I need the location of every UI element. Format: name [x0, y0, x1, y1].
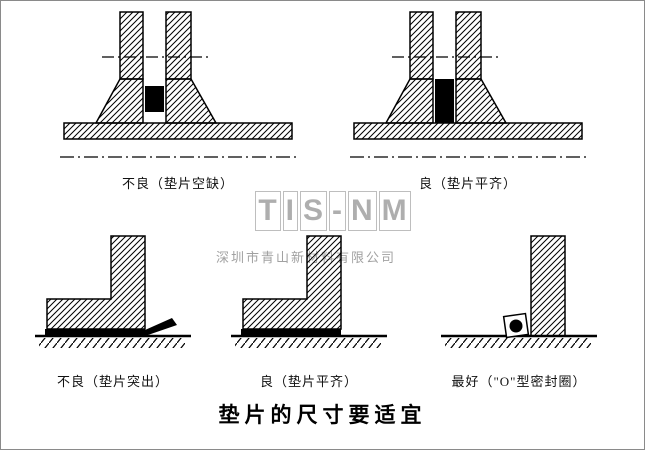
flange-body-left	[384, 78, 434, 124]
gasket-with-void	[145, 86, 164, 112]
corner-gasket-flush-diagram	[231, 235, 387, 348]
pipe-wall-right	[165, 11, 192, 80]
ground-hatch	[39, 338, 185, 348]
wall-block	[530, 235, 566, 337]
flange-gasket-flush-diagram	[350, 11, 586, 158]
caption-top-left: 不良（垫片空缺）	[121, 176, 234, 191]
corner-block	[46, 235, 146, 330]
oring-cross-section	[509, 319, 523, 333]
gasket-strip	[241, 329, 341, 336]
ground-hatch	[445, 338, 591, 348]
gasket-strip	[45, 329, 145, 336]
pipe-wall-left	[119, 11, 144, 80]
ground-hatch	[235, 338, 381, 348]
pipe-wall-right	[455, 11, 482, 80]
caption-bottom-right: 最好（"O"型密封圈）	[451, 374, 587, 389]
flange-body-right	[455, 78, 508, 124]
base-plate	[63, 122, 293, 140]
base-plate	[353, 122, 583, 140]
flange-body-right	[165, 78, 218, 124]
flange-gasket-void-diagram	[60, 11, 296, 158]
caption-top-right: 良（垫片平齐）	[418, 176, 517, 191]
corner-block	[242, 235, 342, 330]
caption-bottom-middle: 良（垫片平齐）	[259, 374, 358, 389]
gasket-flush	[435, 79, 454, 123]
corner-oring-seal-diagram	[441, 235, 597, 348]
figure-title: 垫片的尺寸要适宜	[218, 403, 427, 427]
caption-bottom-left: 不良（垫片突出）	[56, 374, 169, 389]
gasket-protrusion	[145, 318, 177, 336]
pipe-wall-left	[409, 11, 434, 80]
corner-gasket-protruding-diagram	[35, 235, 191, 348]
flange-body-left	[94, 78, 144, 124]
